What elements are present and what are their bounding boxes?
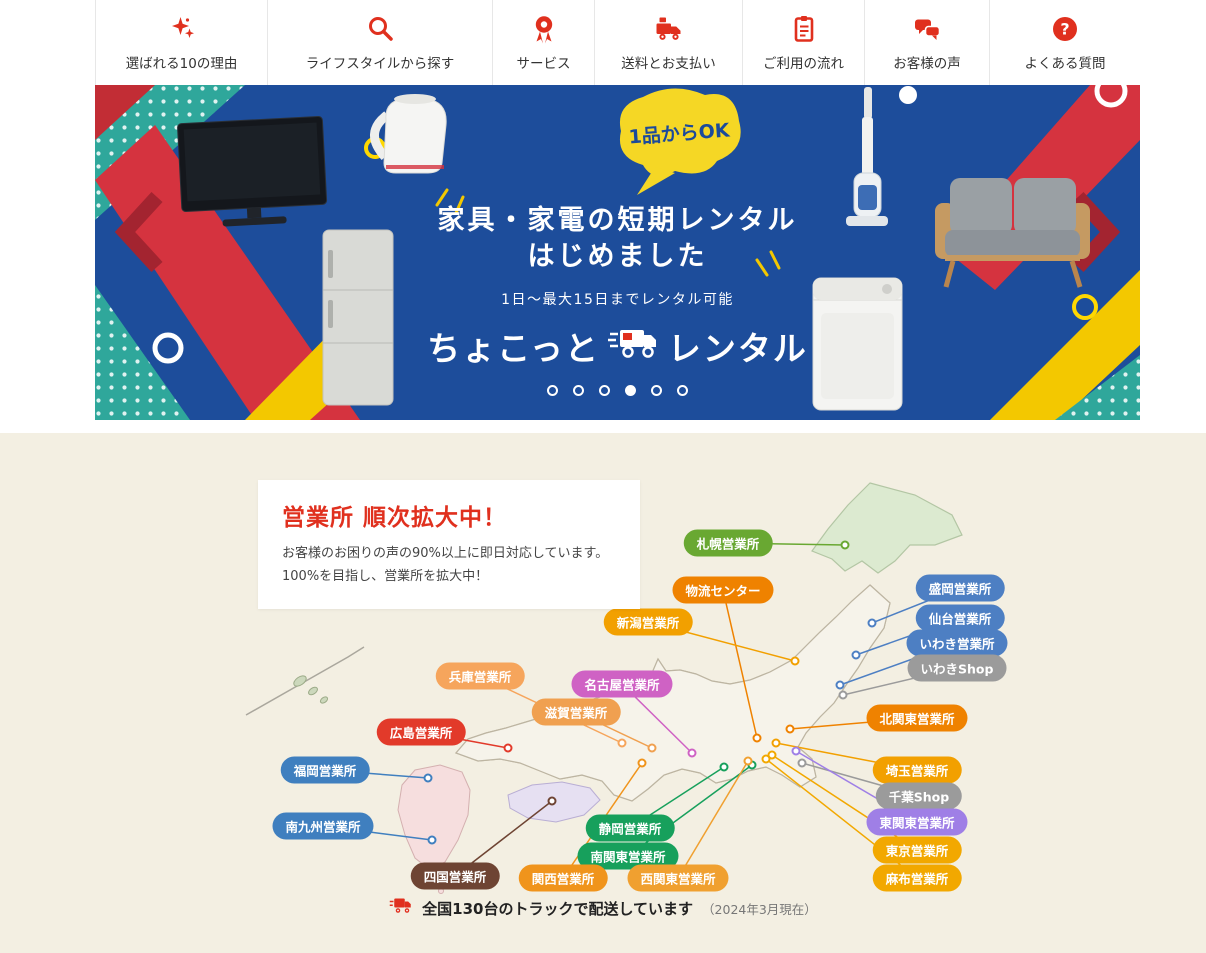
japan-map <box>245 482 963 894</box>
office-pill: 南九州営業所 <box>272 812 374 840</box>
hero-decoration <box>95 85 1140 420</box>
hokkaido-shape <box>811 482 963 574</box>
expansion-card-line2: 100%を目指し、営業所を拡大中！ <box>282 568 489 584</box>
medal-icon <box>529 14 559 44</box>
chat-bubbles-icon <box>912 14 942 44</box>
office-pill: 広島営業所 <box>376 718 466 746</box>
okinawa-islands <box>293 675 329 704</box>
sparkles-icon <box>167 14 197 44</box>
carousel-dot[interactable] <box>677 384 688 396</box>
office-pill: 仙台営業所 <box>915 604 1005 632</box>
delivery-note-date: （2024年3月現在） <box>702 901 817 917</box>
hero-brand-logo: ちょこっと レンタル <box>95 322 1140 370</box>
brand-text-right: レンタル <box>667 328 808 368</box>
carousel-dot[interactable] <box>651 384 662 396</box>
nav-label: お客様の声 <box>893 55 961 72</box>
office-pill: 札幌営業所 <box>683 529 773 557</box>
brand-truck-icon <box>607 324 660 368</box>
refrigerator-image <box>322 229 394 406</box>
branch-map-section: 営業所 順次拡大中！ お客様のお困りの声の90%以上に即日対応しています。 10… <box>0 433 1206 953</box>
carousel-dot[interactable] <box>599 384 610 396</box>
nav-item-flow[interactable]: ご利用の流れ <box>743 0 865 85</box>
nav-label: よくある質問 <box>1024 55 1106 72</box>
brand-text-left: ちょこっと <box>427 328 600 368</box>
expansion-card-title: 営業所 順次拡大中！ <box>282 505 508 531</box>
expansion-card: 営業所 順次拡大中！ お客様のお困りの声の90%以上に即日対応しています。 10… <box>258 480 640 609</box>
nav-item-lifestyle[interactable]: ライフスタイルから探す <box>268 0 493 85</box>
nav-label: サービス <box>516 55 571 72</box>
hero-copy: 家具・家電の短期レンタル はじめました 1日～最大15日までレンタル可能 ちょこ… <box>95 203 1140 396</box>
office-pill: 千葉Shop <box>875 782 963 810</box>
nav-item-shipping[interactable]: 送料とお支払い <box>595 0 743 85</box>
top-navigation: 選ばれる10の理由 ライフスタイルから探す サービス <box>95 0 1140 85</box>
office-pill: 静岡営業所 <box>585 814 675 842</box>
office-pill: 東関東営業所 <box>866 808 968 836</box>
office-pill: 北関東営業所 <box>866 704 968 732</box>
nav-item-service[interactable]: サービス <box>493 0 595 85</box>
carousel-dot[interactable] <box>625 384 636 396</box>
hero-banner[interactable]: 1品からOK 家具・家電の短期レンタル はじめました 1日～最大15日までレンタ… <box>95 85 1140 420</box>
office-pill: 兵庫営業所 <box>435 662 525 690</box>
tv-image <box>177 115 328 227</box>
office-pill: 四国営業所 <box>410 862 500 890</box>
office-pill: 福岡営業所 <box>280 756 370 784</box>
nav-item-reasons[interactable]: 選ばれる10の理由 <box>95 0 268 85</box>
kettle-image <box>370 94 447 174</box>
office-pill: 麻布営業所 <box>872 864 962 892</box>
office-pill: 盛岡営業所 <box>915 574 1005 602</box>
stick-vacuum-image <box>846 87 888 226</box>
carousel-prev-icon[interactable] <box>114 191 163 273</box>
truck-icon <box>389 897 413 919</box>
office-pill: 名古屋営業所 <box>571 670 673 698</box>
nav-label: 送料とお支払い <box>621 55 716 72</box>
washing-machine-image <box>812 277 903 411</box>
office-pill: 関西営業所 <box>518 864 608 892</box>
office-pill: 埼玉営業所 <box>872 756 962 784</box>
delivery-note-text: 全国130台のトラックで配送しています <box>422 899 694 918</box>
hero-heading-line2: はじめました <box>527 241 708 273</box>
sofa-image <box>935 178 1090 288</box>
delivery-truck-icon <box>654 14 684 44</box>
carousel-dot[interactable] <box>573 384 584 396</box>
nav-item-faq[interactable]: ? よくある質問 <box>990 0 1140 85</box>
office-pill: 物流センター <box>672 576 774 604</box>
expansion-card-line1: お客様のお困りの声の90%以上に即日対応しています。 <box>282 546 609 561</box>
hero-heading-line1: 家具・家電の短期レンタル <box>437 205 798 236</box>
carousel-dot[interactable] <box>547 384 558 396</box>
nav-label: ご利用の流れ <box>763 55 844 72</box>
office-pill: 西関東営業所 <box>627 864 729 892</box>
kyushu-shape <box>397 764 471 871</box>
office-pill: 東京営業所 <box>872 836 962 864</box>
nav-label: ライフスタイルから探す <box>305 55 455 72</box>
office-pill: いわき営業所 <box>906 629 1008 657</box>
office-pill: 新潟営業所 <box>603 608 693 636</box>
nav-label: 選ばれる10の理由 <box>125 55 238 72</box>
nav-item-voices[interactable]: お客様の声 <box>865 0 990 85</box>
question-icon: ? <box>1050 14 1080 44</box>
svg-text:?: ? <box>1060 19 1069 38</box>
clipboard-icon <box>789 14 819 44</box>
office-pill: 滋賀営業所 <box>531 698 621 726</box>
search-icon <box>365 14 395 44</box>
delivery-note: 全国130台のトラックで配送しています （2024年3月現在） <box>0 897 1206 919</box>
hero-subheading: 1日～最大15日までレンタル可能 <box>501 291 734 308</box>
carousel-dots <box>95 384 1140 396</box>
hero-speech-bubble: 1品からOK <box>613 87 745 199</box>
office-pill: いわきShop <box>907 654 1007 682</box>
